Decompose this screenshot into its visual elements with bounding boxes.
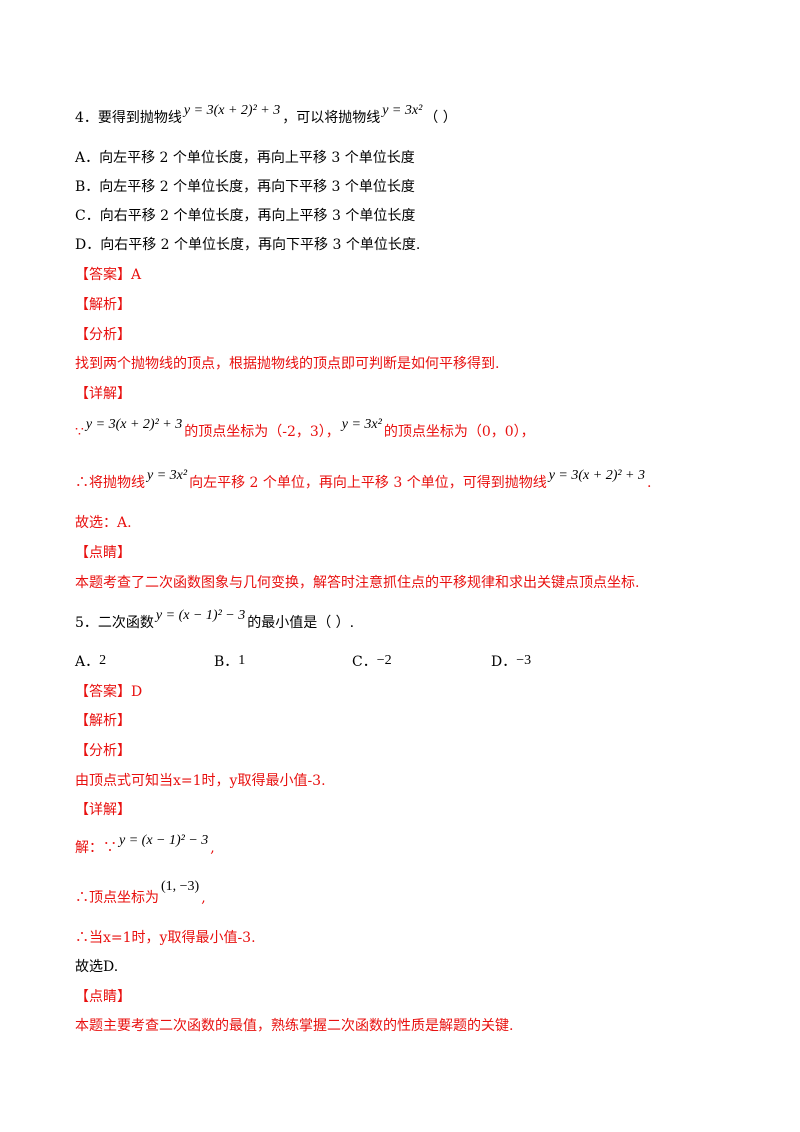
q5-option-d-label: D． [491,654,517,670]
q4-detail-formula-1: y = 3(x + 2)² + 3 [85,417,183,432]
q5-detail-line-2: ∴顶点坐标为(1, −3), [75,879,206,909]
q5-detail-formula-1: y = (x − 1)² − 3 [119,833,209,848]
q5-option-c-label: C． [352,654,377,670]
q5-answer: 【答案】D [75,684,143,700]
q4-xiangjie-heading: 【详解】 [75,386,131,402]
q4-fenxi-heading: 【分析】 [75,327,131,343]
q4-blank: （ ） [424,110,457,126]
q4-detail-formula-3: y = 3x² [147,468,188,483]
q4-fenxi-text: 找到两个抛物线的顶点，根据抛物线的顶点即可判断是如何平移得到. [75,356,500,372]
q5-option-d-value: −3 [516,653,532,668]
q5-option-b-value: 1 [238,653,246,668]
q5-formula: y = (x − 1)² − 3 [155,608,246,623]
q5-detail-text-1: 解：∵ [75,840,117,856]
q4-option-b: B．向左平移 2 个单位长度，再向下平移 3 个单位长度 [75,179,415,195]
q5-option-a: A．2 [75,652,106,673]
q4-formula-2: y = 3x² [382,103,423,118]
q4-stem-text-b: ，可以将抛物线 [282,110,381,126]
q4-detail-text-3: ∴将抛物线 [75,475,145,491]
q4-detail-formula-2: y = 3x² [341,417,382,432]
q4-choose: 故选：A. [75,515,132,531]
q5-option-b-label: B． [214,654,239,670]
q4-dianjing-heading: 【点睛】 [75,545,131,561]
q5-detail-text-2: , [210,840,215,856]
q5-option-a-label: A． [75,654,100,670]
q4-option-d: D．向右平移 2 个单位长度，再向下平移 3 个单位长度. [75,237,421,253]
q5-dianjing-heading: 【点睛】 [75,989,131,1005]
q5-stem-text-a: 5．二次函数 [75,615,154,631]
q5-dianjing-text: 本题主要考查二次函数的最值，熟练掌握二次函数的性质是解题的关键. [75,1018,514,1034]
q4-dianjing-text: 本题考查了二次函数图象与几何变换，解答时注意抓住点的平移规律和求出关键点顶点坐标… [75,575,640,591]
q5-detail-formula-2: (1, −3) [161,879,200,894]
q5-xiangjie-heading: 【详解】 [75,802,131,818]
q5-jiexi-heading: 【解析】 [75,713,131,729]
q5-fenxi-text: 由顶点式可知当x=1时，y取得最小值-3. [75,773,326,789]
q4-option-c: C．向右平移 2 个单位长度，再向上平移 3 个单位长度 [75,208,416,224]
q5-option-c-value: −2 [376,653,392,668]
q5-stem-text-b: 的最小值是（ ）. [247,615,355,631]
q5-option-b: B．1 [214,652,245,673]
q5-detail-line-1: 解：∵y = (x − 1)² − 3, [75,833,215,859]
q4-detail-text-4: 向左平移 2 个单位，再向上平移 3 个单位，可得到抛物线 [189,475,547,491]
q4-formula-1: y = 3(x + 2)² + 3 [183,103,281,118]
q5-option-c: C．−2 [352,652,392,673]
q5-choose: 故选D. [75,957,118,977]
q4-jiexi-heading: 【解析】 [75,297,131,313]
q5-choose-text: 故选D. [75,959,119,975]
q5-detail-line-3: ∴当x=1时，y取得最小值-3. [75,930,256,946]
q4-detail-formula-4: y = 3(x + 2)² + 3 [548,468,645,483]
q5-option-a-value: 2 [99,653,107,668]
q5-detail-text-4: , [201,890,206,906]
q4-detail-text-2: 的顶点坐标为（0，0）， [383,424,535,440]
q4-detail-text-1: 的顶点坐标为（-2，3）， [184,424,340,440]
q4-option-a: A．向左平移 2 个单位长度，再向上平移 3 个单位长度 [75,150,415,166]
q4-stem-text-a: 4．要得到抛物线 [75,110,182,126]
q5-fenxi-heading: 【分析】 [75,743,131,759]
q4-detail-text-5: . [647,475,652,491]
q4-answer: 【答案】A [75,267,142,283]
because-symbol: ∵ [75,424,84,440]
q5-option-d: D．−3 [491,652,531,673]
q5-detail-text-3: ∴顶点坐标为 [75,890,159,906]
